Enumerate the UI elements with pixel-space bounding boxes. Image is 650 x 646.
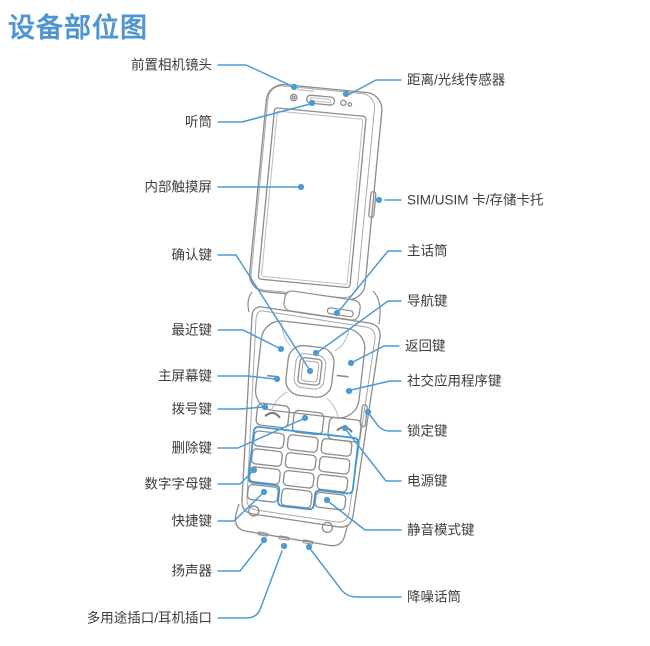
leader-earpiece [217, 103, 311, 123]
social-app-key-mark [336, 374, 349, 378]
speaker-dot [260, 536, 268, 544]
label-proximity-sensor: 距离/光线传感器 [407, 72, 506, 88]
plate-screw-right [321, 521, 334, 534]
call-handset-icon [264, 411, 281, 419]
earpiece-slot [305, 94, 336, 106]
leader-power-key [346, 430, 402, 482]
leader-front-camera [217, 64, 293, 87]
leader-main-mic [338, 250, 402, 312]
antenna-slot [297, 86, 315, 92]
recents-key-dot [277, 345, 285, 353]
home-key-dot [273, 375, 281, 383]
front-camera-dot [290, 83, 298, 91]
upper-key-plate [254, 320, 366, 419]
lock-key-side-button [359, 404, 368, 428]
label-shortcut-key: 快捷键 [171, 513, 213, 529]
inner-screen [257, 107, 367, 289]
shortcut-key-dot [260, 488, 268, 496]
bottom-edge-mic-hole [302, 539, 314, 545]
leader-dial-key [217, 406, 264, 410]
lock-key-dot [364, 408, 372, 416]
bottom-edge-speaker-slot [257, 531, 269, 537]
bottom-edge-jack-slot [278, 535, 290, 541]
delete-key-button [291, 409, 325, 436]
leader-lock-key [369, 414, 402, 432]
label-noise-mic: 降噪话筒 [407, 589, 461, 605]
label-multipurpose-jack: 多用途插口/耳机插口 [86, 610, 212, 626]
phone-bottom-half [234, 306, 381, 547]
dial-key-dot [261, 403, 269, 411]
label-alphanumeric: 数字字母键 [144, 476, 213, 492]
leader-recents-key [217, 329, 280, 349]
label-home-key: 主屏幕键 [158, 368, 212, 384]
shortcut-key-button [246, 483, 279, 503]
label-lock-key: 锁定键 [407, 423, 448, 439]
alphanumeric-dot [250, 466, 258, 474]
ok-key-button [297, 357, 323, 386]
label-ok-key: 确认键 [171, 247, 213, 263]
label-earpiece: 听筒 [185, 114, 212, 130]
jack-dot [280, 542, 288, 550]
noise-mic-dot [305, 543, 313, 551]
phone-top-half [248, 83, 383, 301]
leader-jack [217, 550, 283, 619]
label-speaker: 扬声器 [171, 563, 213, 579]
dial-key-button [255, 402, 290, 429]
leader-silent-key [328, 501, 402, 531]
label-main-mic: 主话筒 [407, 243, 448, 259]
delete-key-dot [301, 414, 309, 422]
navigation-key-ring [285, 344, 335, 398]
silent-mode-key-button [314, 491, 347, 511]
alphanumeric-keypad [246, 430, 353, 511]
leader-social-key [350, 380, 402, 391]
leader-ok-key [217, 254, 310, 370]
label-nav-key: 导航键 [407, 293, 448, 309]
power-key-dot [341, 424, 349, 432]
label-sim-card-tray: SIM/USIM 卡/存储卡托 [407, 192, 544, 208]
plate-screw-left [248, 505, 260, 517]
alphanumeric-keys-highlight [247, 426, 360, 511]
social-key-dot [345, 387, 353, 395]
light-sensor [347, 102, 353, 107]
page-title: 设备部位图 [8, 13, 148, 43]
label-dial-key: 拨号键 [171, 401, 213, 417]
leader-shortcut-key [217, 493, 263, 522]
leader-home-key [217, 375, 276, 380]
main-mic-dot [333, 309, 341, 317]
leader-noise-mic [310, 549, 402, 598]
ok-key-dot [306, 367, 314, 375]
proximity-sensor [340, 99, 347, 107]
leader-back-key [352, 345, 400, 363]
label-touchscreen: 内部触摸屏 [144, 179, 213, 195]
leader-delete-key [217, 418, 304, 449]
label-social-app-key: 社交应用程序键 [407, 373, 502, 389]
callout-lines [217, 64, 402, 619]
touchscreen-dot [297, 183, 305, 191]
sim-card-tray-button [368, 190, 377, 219]
label-silent-mode-key: 静音模式键 [407, 522, 475, 538]
nav-key-dot [312, 349, 320, 357]
callout-dots [250, 83, 383, 551]
label-power-key: 电源键 [407, 473, 448, 489]
proximity-dot [342, 90, 350, 98]
label-delete-key: 删除键 [171, 440, 213, 456]
leader-alphanumeric [217, 471, 253, 485]
silent-key-dot [323, 496, 331, 504]
label-recents-key: 最近键 [171, 322, 213, 338]
label-front-camera: 前置相机镜头 [131, 57, 212, 73]
sim-tray-dot [375, 196, 383, 204]
label-back-key: 返回键 [405, 338, 446, 354]
leader-speaker [217, 542, 263, 572]
leader-proximity [347, 79, 402, 96]
front-camera-lens [289, 93, 298, 102]
earpiece-dot [308, 99, 316, 107]
back-key-dot [347, 359, 355, 367]
leader-nav-key [317, 300, 402, 353]
